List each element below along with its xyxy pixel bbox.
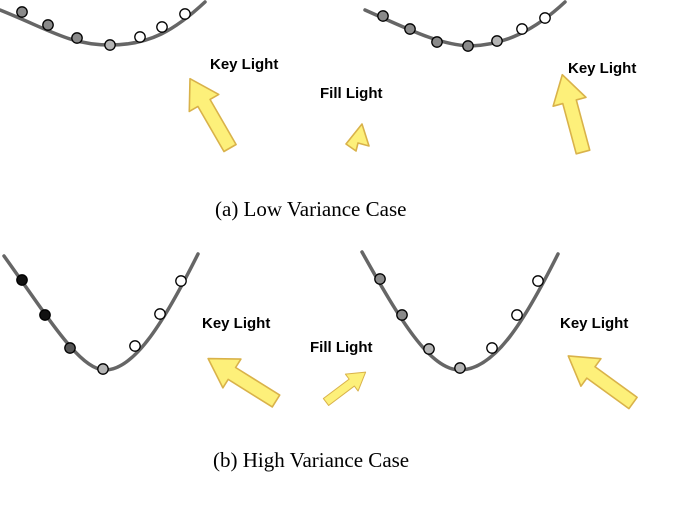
pb-right-sample-point bbox=[532, 275, 544, 287]
pb-right-sample-point bbox=[374, 273, 386, 285]
panel-a-left-curve bbox=[0, 0, 207, 47]
pb-left-sample-point bbox=[97, 363, 109, 375]
pa-left-sample-point bbox=[156, 21, 168, 33]
panel-b-right-curve bbox=[360, 250, 560, 372]
panel-b-left-points bbox=[16, 274, 187, 375]
pa-right-sample-point bbox=[491, 35, 503, 47]
pb-right-sample-point bbox=[511, 309, 523, 321]
pa-left-sample-point bbox=[16, 6, 28, 18]
pa-right-sample-point bbox=[462, 40, 474, 52]
panel-b-fill-light-label: Fill Light bbox=[310, 339, 372, 356]
pa-right-sample-point bbox=[539, 12, 551, 24]
panel-a-key-light-label-left: Key Light bbox=[210, 56, 278, 73]
panel-b-key-light-arrow-left bbox=[198, 343, 286, 417]
pa-left-sample-point bbox=[179, 8, 191, 20]
panel-b-right-points bbox=[374, 273, 544, 374]
panel-a-fill-light-arrow bbox=[345, 123, 370, 152]
pb-left-sample-point bbox=[64, 342, 76, 354]
panel-a-key-light-arrow-right bbox=[545, 69, 601, 158]
pb-left-sample-point bbox=[16, 274, 28, 286]
pb-right-sample-point bbox=[486, 342, 498, 354]
panel-a-right-curve bbox=[363, 0, 567, 48]
pb-left-sample-point bbox=[39, 309, 51, 321]
panel-a-left-curve-group bbox=[0, 0, 207, 51]
pa-right-sample-point bbox=[404, 23, 416, 35]
panel-b-key-light-label-left: Key Light bbox=[202, 315, 270, 332]
panel-a-left-points bbox=[16, 6, 191, 51]
panel-b-right-curve-group bbox=[360, 250, 560, 374]
panel-b-left-curve-group bbox=[2, 252, 200, 375]
pb-right-sample-point bbox=[396, 309, 408, 321]
pa-left-sample-point bbox=[104, 39, 116, 51]
panel-a-key-light-arrow-left bbox=[174, 69, 246, 158]
panel-b: Key Light Fill Light Key Light (b) High … bbox=[2, 250, 644, 472]
pb-left-sample-point bbox=[154, 308, 166, 320]
panel-b-left-curve bbox=[2, 252, 200, 372]
panel-a-right-points bbox=[377, 10, 551, 52]
pa-left-sample-point bbox=[42, 19, 54, 31]
pa-right-sample-point bbox=[377, 10, 389, 22]
pb-left-sample-point bbox=[175, 275, 187, 287]
panel-b-key-light-arrow-right bbox=[557, 341, 644, 418]
pa-right-sample-point bbox=[516, 23, 528, 35]
panel-a: Key Light Fill Light Key Light (a) Low V… bbox=[0, 0, 636, 221]
panel-a-key-light-label-right: Key Light bbox=[568, 60, 636, 77]
panel-a-caption: (a) Low Variance Case bbox=[215, 197, 406, 221]
pa-right-sample-point bbox=[431, 36, 443, 48]
panel-b-fill-light-arrow bbox=[319, 363, 373, 411]
pa-left-sample-point bbox=[134, 31, 146, 43]
pb-right-sample-point bbox=[423, 343, 435, 355]
panel-b-key-light-label-right: Key Light bbox=[560, 315, 628, 332]
pb-right-sample-point bbox=[454, 362, 466, 374]
panel-a-right-curve-group bbox=[363, 0, 567, 52]
panel-b-caption: (b) High Variance Case bbox=[213, 448, 409, 472]
pa-left-sample-point bbox=[71, 32, 83, 44]
panel-a-fill-light-label: Fill Light bbox=[320, 85, 382, 102]
pb-left-sample-point bbox=[129, 340, 141, 352]
